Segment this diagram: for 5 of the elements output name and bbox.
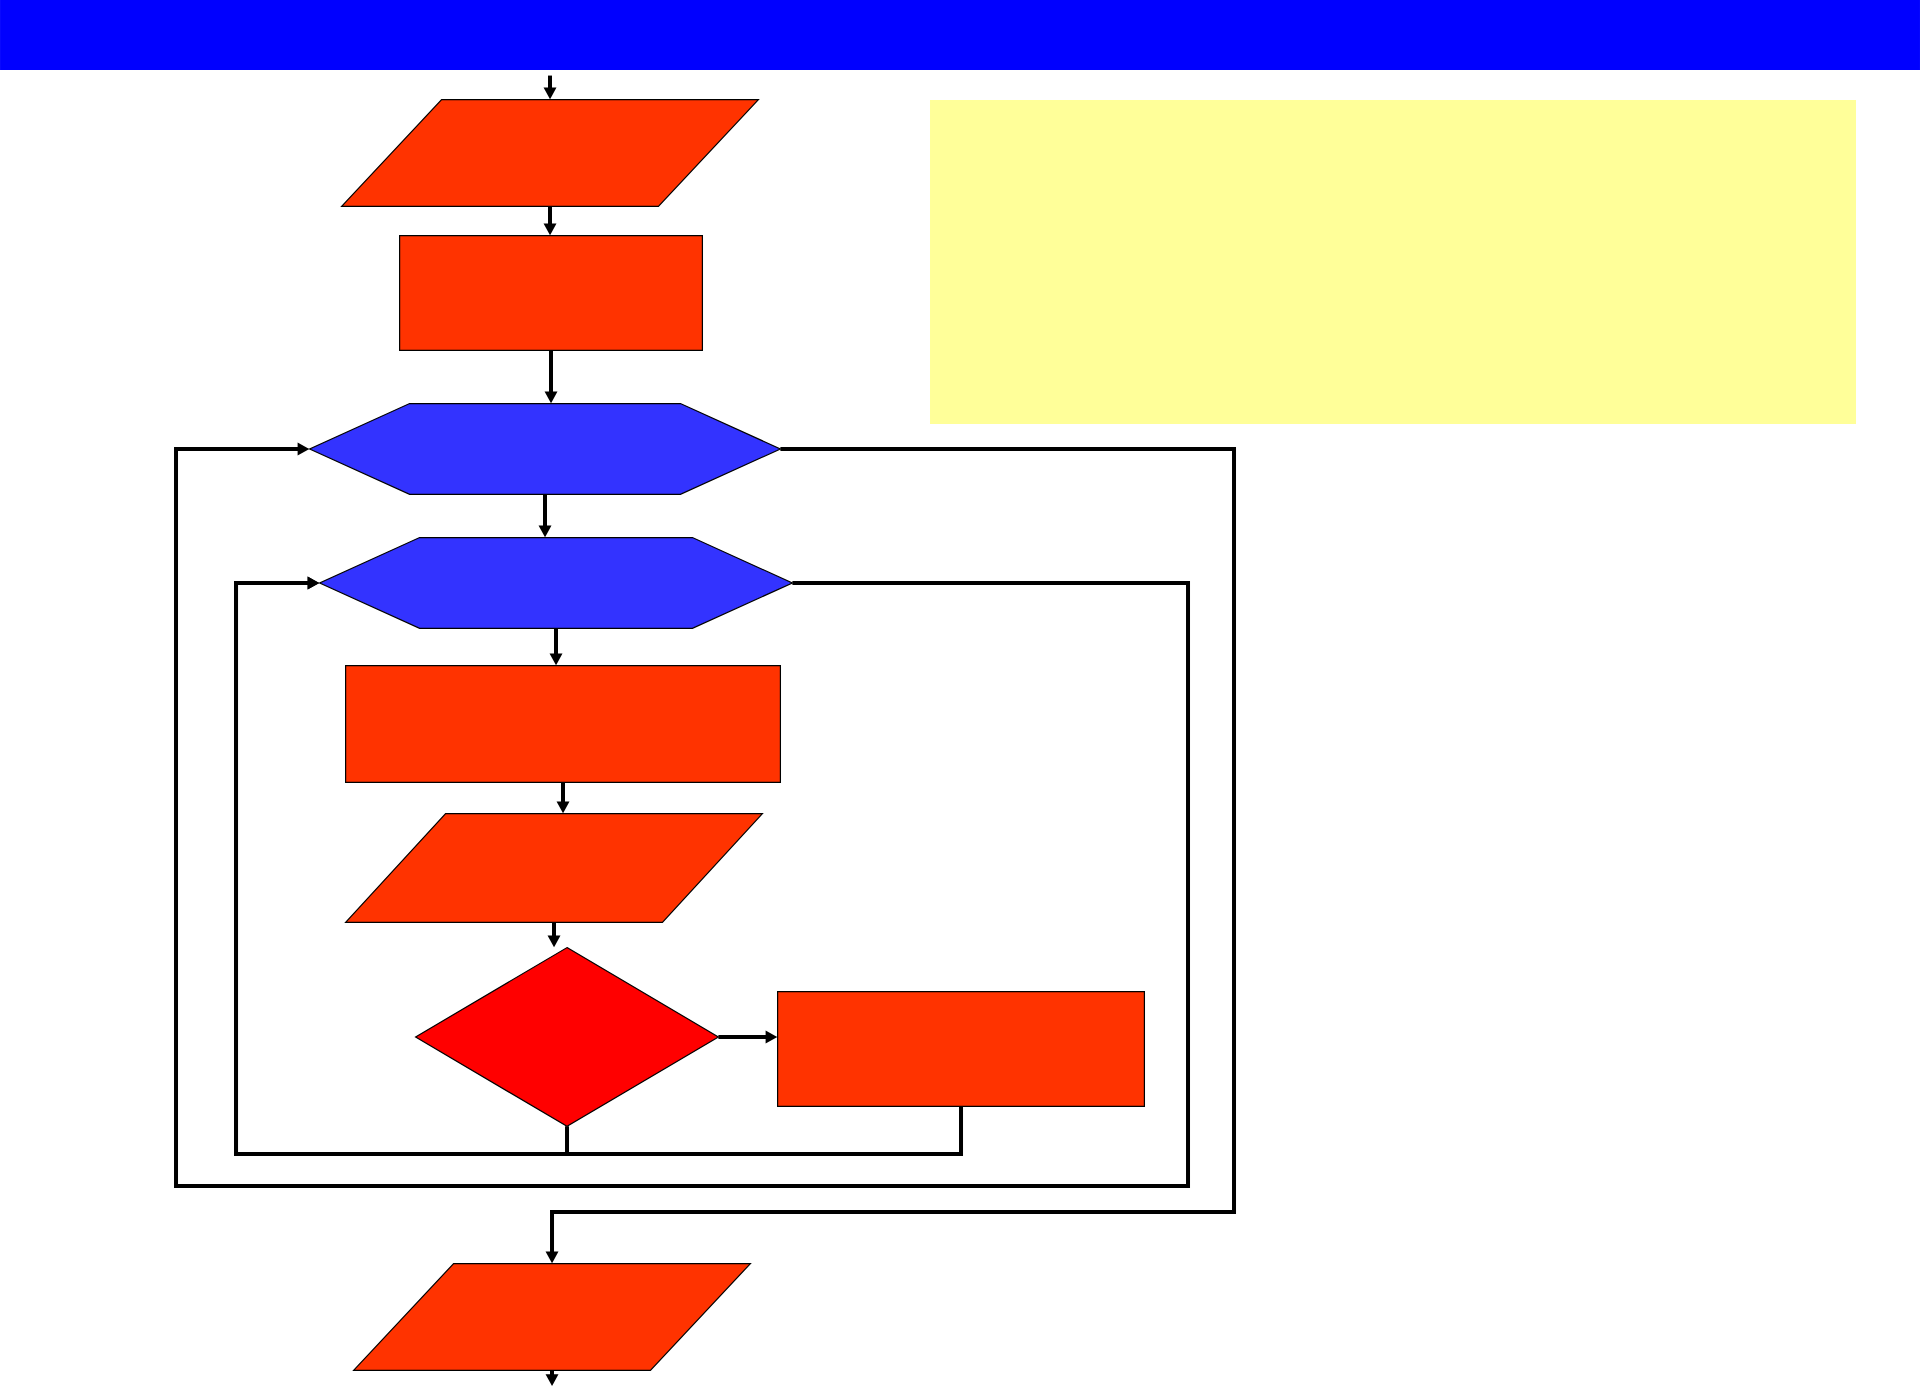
- process-box: [399, 234, 703, 351]
- process-box: [345, 664, 781, 783]
- arrow: [234, 576, 963, 1156]
- arrow: [174, 442, 1190, 1188]
- process-box: [777, 990, 1145, 1107]
